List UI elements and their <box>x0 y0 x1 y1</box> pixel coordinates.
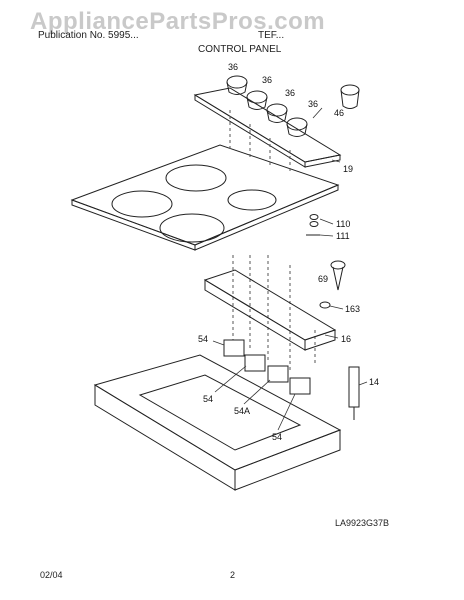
control-panel-part <box>193 87 342 168</box>
watermark: AppliancePartsPros.com <box>30 8 326 35</box>
cooktop-part <box>70 144 340 251</box>
callout-54: 54 <box>272 432 282 442</box>
callout-36: 36 <box>228 62 238 72</box>
callout-36: 36 <box>308 99 318 109</box>
assembly-guide-lines <box>229 110 316 372</box>
page-number: 2 <box>230 570 236 580</box>
callout-36: 36 <box>285 88 295 98</box>
knob-detail-part <box>340 84 360 109</box>
element-part <box>348 366 360 420</box>
callout-69: 69 <box>318 274 328 284</box>
callout-54: 54 <box>198 334 208 344</box>
callout-111: 111 <box>336 231 350 241</box>
callout-16: 16 <box>341 334 351 344</box>
publication-number: Publication No. 5995... <box>38 30 139 41</box>
washer-part <box>309 221 319 227</box>
diagram-code: LA9923G37B <box>335 518 390 528</box>
screw-part <box>330 260 346 291</box>
callout-leaders <box>212 107 368 431</box>
callout-54: 54 <box>203 394 213 404</box>
callout-19: 19 <box>343 164 353 174</box>
knob-part <box>226 75 308 137</box>
switch-part <box>223 339 311 395</box>
spacer-part <box>319 301 331 309</box>
callout-46: 46 <box>334 108 344 118</box>
model-number: TEF... <box>258 30 285 41</box>
callout-110: 110 <box>336 219 350 229</box>
footer-date: 02/04 <box>40 570 63 580</box>
bracket-part <box>203 269 337 351</box>
section-title: CONTROL PANEL <box>198 44 282 55</box>
callout-14: 14 <box>369 377 379 387</box>
callout-36: 36 <box>262 75 272 85</box>
callout-54a: 54A <box>234 406 250 416</box>
callout-163: 163 <box>345 304 360 314</box>
washer-part <box>309 214 319 220</box>
burner-box-part <box>93 354 342 491</box>
